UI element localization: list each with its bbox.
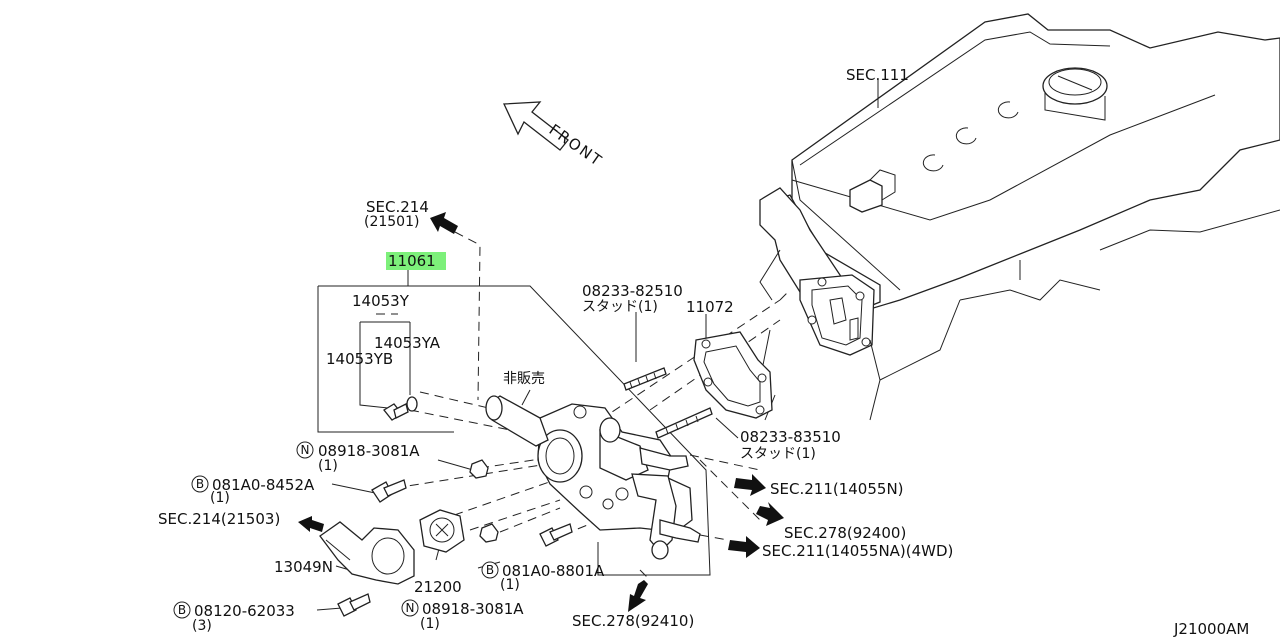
stud1-number-label[interactable]: 08233-82510	[582, 282, 683, 300]
bolt3-number-label[interactable]: 08120-62033	[194, 602, 295, 620]
bolt-8801A[interactable]	[539, 523, 573, 547]
sec278-a-label[interactable]: SEC.278(92400)	[784, 524, 906, 542]
bolt2-number-label[interactable]: 081A0-8801A	[502, 562, 605, 580]
front-direction-indicator: FRONT	[503, 101, 606, 170]
stud2-number-label[interactable]: 08233-83510	[740, 428, 841, 446]
stud1-desc-label: スタッド(1)	[582, 299, 658, 315]
n-prefix-label-2: N	[406, 601, 415, 615]
housing-bolt-14053YB[interactable]	[383, 403, 409, 421]
sec211-b-label[interactable]: SEC.211(14055NA)(4WD)	[762, 542, 953, 560]
bolt-8452A[interactable]	[371, 479, 407, 503]
engine-head-illustration	[759, 13, 1280, 421]
n-prefix-circle-2	[401, 599, 419, 617]
sec278-b-label[interactable]: SEC.278(92410)	[572, 612, 694, 630]
stud2-desc-label: スタッド(1)	[740, 446, 816, 462]
part-highlight	[386, 252, 446, 270]
nut1-number-label[interactable]: 08918-3081A	[318, 442, 420, 460]
part-14053Y-label[interactable]: 14053Y	[352, 292, 410, 310]
housing-washer-14053YA[interactable]	[406, 396, 418, 412]
sec211-a-label[interactable]: SEC.211(14055N)	[770, 480, 904, 498]
sec111-label[interactable]: SEC.111	[846, 66, 909, 84]
water-outlet-housing[interactable]	[485, 395, 701, 560]
not-sold-label: 非販売	[503, 371, 545, 387]
part-13049N-label[interactable]: 13049N	[274, 558, 333, 576]
water-inlet-13049N[interactable]	[319, 521, 415, 585]
nut-lower[interactable]	[479, 523, 499, 543]
nut2-qty-label: (1)	[420, 616, 440, 632]
sec-arrows	[298, 212, 784, 612]
sec214-top-sub-label: (21501)	[364, 214, 419, 230]
nut-upper[interactable]	[469, 459, 489, 479]
part-14053YB-label[interactable]: 14053YB	[326, 350, 393, 368]
nut2-number-label[interactable]: 08918-3081A	[422, 600, 524, 618]
sec214-top-label[interactable]: SEC.214	[366, 198, 429, 216]
b-prefix-circle-3	[173, 601, 191, 619]
part-21200-label[interactable]: 21200	[414, 578, 462, 596]
thermostat-21200[interactable]	[419, 509, 465, 553]
bolt-62033[interactable]	[337, 593, 371, 617]
n-prefix-label: N	[301, 443, 310, 457]
part-11061-label[interactable]: 11061	[388, 252, 436, 270]
b-prefix-label: B	[196, 477, 204, 491]
gasket-11072[interactable]	[693, 331, 773, 419]
b-prefix-label-2: B	[486, 563, 494, 577]
diagram-id-label: J21000AM	[1173, 620, 1249, 638]
part-11072-label[interactable]: 11072	[686, 298, 734, 316]
b-prefix-circle	[191, 475, 209, 493]
bolt1-qty-label: (1)	[210, 490, 230, 506]
b-prefix-label-3: B	[178, 603, 186, 617]
b-prefix-circle-2	[481, 561, 499, 579]
bolt2-qty-label: (1)	[500, 577, 520, 593]
nut1-qty-label: (1)	[318, 458, 338, 474]
part-14053YA-label[interactable]: 14053YA	[374, 334, 441, 352]
n-prefix-circle	[296, 441, 314, 459]
bolt1-number-label[interactable]: 081A0-8452A	[212, 476, 315, 494]
sec214-left-label[interactable]: SEC.214(21503)	[158, 510, 280, 528]
stud-lower[interactable]	[655, 407, 713, 439]
stud-upper[interactable]	[623, 367, 667, 391]
bolt3-qty-label: (3)	[192, 618, 212, 634]
